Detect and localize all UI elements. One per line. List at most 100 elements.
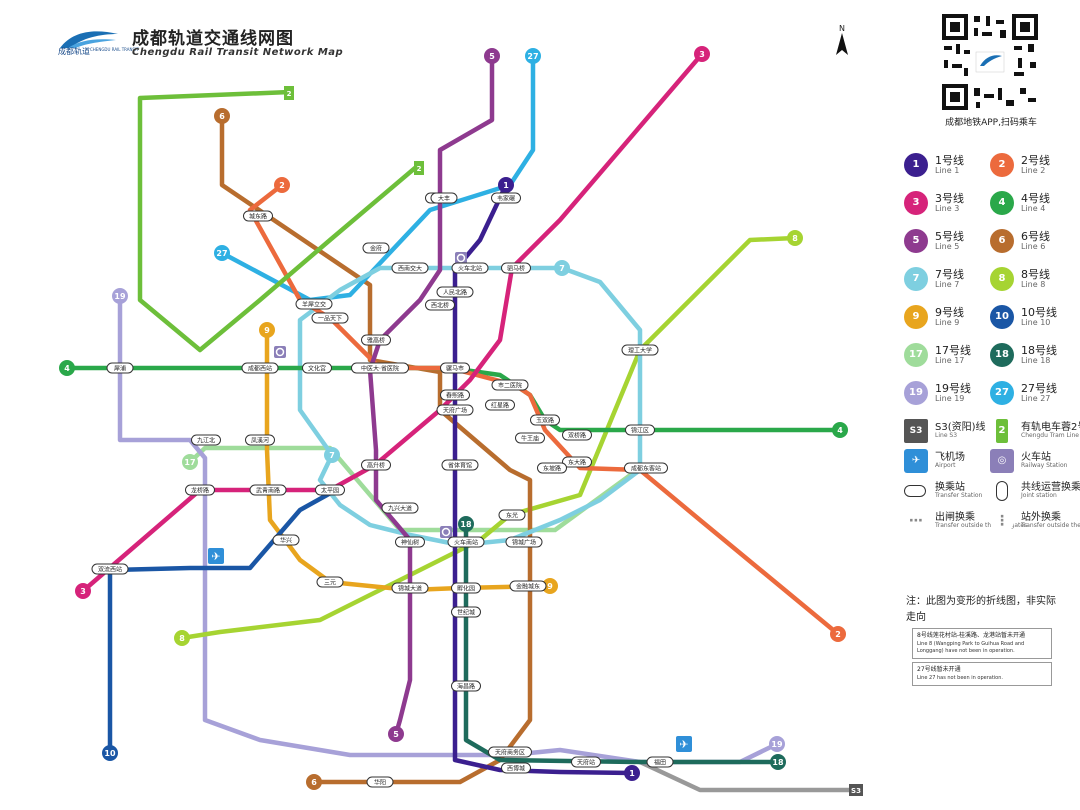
line-2-badge: 2 (990, 153, 1014, 177)
railway-station-icon-south (440, 526, 452, 538)
transfer-station-s49[interactable]: 凤溪河 (245, 434, 275, 446)
svg-text:18: 18 (772, 758, 784, 767)
legend-tram-label-en: Chengdu Tram Line 2 (1021, 432, 1080, 439)
transfer-station-marker (106, 362, 134, 374)
transfer-station-s44[interactable]: 成都东客站 (624, 462, 668, 474)
transfer-station-s02[interactable]: 火车北站 (451, 262, 489, 274)
transfer-station-s25[interactable]: 三元 (316, 576, 344, 588)
transfer-station-s37[interactable]: 华阳 (366, 776, 394, 788)
transfer-station-label: 九兴大道 (388, 505, 412, 513)
transfer-station-s03[interactable]: 驷马桥 (501, 262, 531, 274)
transfer-station-marker (491, 192, 521, 204)
transfer-station-s50[interactable]: 红星路 (485, 399, 515, 411)
transfer-station-s32[interactable]: 海昌路 (451, 680, 481, 692)
line-17-badge: 17 (904, 343, 928, 367)
transfer-station-label: 双桥路 (568, 432, 586, 440)
transfer-station-s21[interactable]: 太平园 (315, 484, 345, 496)
transfer-station-s40[interactable]: 东大路 (562, 456, 592, 468)
transfer-station-s24[interactable]: 华兴 (272, 534, 300, 546)
transfer-station-s06[interactable]: 骡马市 (440, 362, 470, 374)
transfer-station-s27[interactable]: 神仙树 (395, 536, 425, 548)
transfer-station-marker (381, 502, 419, 514)
qr-code-icon[interactable] (940, 12, 1040, 112)
transfer-station-s43[interactable]: 理工大学 (621, 344, 659, 356)
transfer-station-s13[interactable]: 一品天下 (311, 312, 349, 324)
svg-text:3: 3 (699, 50, 705, 59)
transfer-station-marker (498, 509, 526, 521)
transfer-station-s11[interactable]: 中医大·省医院 (351, 362, 409, 374)
transfer-station-s54[interactable]: 大丰 (430, 192, 458, 204)
transfer-station-s23[interactable]: 龙桥路 (185, 484, 215, 496)
transfer-station-s01[interactable]: 韦家碾 (491, 192, 521, 204)
transfer-station-s38[interactable]: 犀浦 (106, 362, 134, 374)
line-6-south-badge: 6 (306, 774, 322, 790)
transfer-station-s08[interactable]: 市二医院 (491, 379, 529, 391)
legend-outside_gate-label-en: Transfer outside the fare gates (935, 522, 1028, 529)
transfer-station-label: 省体育馆 (448, 462, 472, 470)
transfer-station-s29[interactable]: 孵化园 (451, 582, 481, 594)
transfer-station-s39[interactable]: 双桥路 (562, 429, 592, 441)
transfer-station-s41[interactable]: 牛王庙 (515, 432, 545, 444)
transfer-station-s34[interactable]: 西博城 (501, 762, 531, 774)
transfer-station-s26[interactable]: 锦城大道 (391, 582, 429, 594)
transfer-station-s28[interactable]: 火车南站 (447, 536, 485, 548)
transfer-station-s09[interactable]: 天府广场 (436, 404, 474, 416)
transfer-station-s48[interactable]: 九江北 (191, 434, 221, 446)
transfer-station-s14[interactable]: 羊犀立交 (295, 298, 333, 310)
transfer-station-s33[interactable]: 天府商务区 (488, 746, 532, 758)
transfer-station-s45[interactable]: 锦江区 (625, 424, 655, 436)
transfer-station-s10[interactable]: 文化宫 (302, 362, 332, 374)
transfer-station-s52[interactable]: 双流西站 (91, 563, 129, 575)
transfer-station-s05[interactable]: 人民北路 (436, 286, 474, 298)
transfer-station-label: 骡马市 (446, 365, 464, 373)
legend-line-label-en: Line 10 (1021, 318, 1051, 327)
transfer-station-s16[interactable]: 西南交大 (391, 262, 429, 274)
joint-station-icon (996, 481, 1008, 501)
transfer-station-s30[interactable]: 金融城东 (509, 580, 547, 592)
transfer-station-marker (366, 776, 394, 788)
line-8-badge: 8 (990, 267, 1014, 291)
line-10-badge: 10 (990, 305, 1014, 329)
transfer-station-s12[interactable]: 成都西站 (241, 362, 279, 374)
transfer-station-marker (451, 582, 481, 594)
transfer-station-s36[interactable]: 福田 (646, 756, 674, 768)
transfer-station-s53[interactable]: 城东路 (243, 210, 273, 222)
legend-line-label-en: Line 6 (1021, 242, 1046, 251)
legend-tram-label: 有轨电车蓉2号线 (1021, 422, 1080, 433)
svg-text:S3: S3 (851, 787, 861, 795)
legend-line-label-en: Line 17 (935, 356, 965, 365)
transfer-station-s55[interactable]: 东坡路 (537, 462, 567, 474)
transfer-station-marker (441, 459, 479, 471)
line-7-badge: 7 (904, 267, 928, 291)
transfer-station-marker (91, 563, 129, 575)
transfer-station-marker (515, 432, 545, 444)
transfer-station-s35[interactable]: 天府站 (571, 756, 601, 768)
qr-caption: 成都地铁APP,扫码乘车 (945, 118, 1037, 128)
legend-outside_station-label-en: Transfer outside the station (1021, 522, 1080, 529)
transfer-station-marker (316, 576, 344, 588)
legend-line-label: 1号线 (935, 154, 964, 167)
transfer-station-s47[interactable]: 锦城广场 (505, 536, 543, 548)
transfer-station-s04[interactable]: 西北桥 (425, 299, 455, 311)
transfer-station-label: 大丰 (438, 195, 450, 203)
transfer-station-label: 韦家碾 (497, 195, 515, 203)
transfer-station-s20[interactable]: 九兴大道 (381, 502, 419, 514)
transfer-station-s19[interactable]: 省体育馆 (441, 459, 479, 471)
transfer-station-s31[interactable]: 世纪城 (451, 606, 481, 618)
transfer-station-marker (440, 389, 470, 401)
transfer-station-s07[interactable]: 春熙路 (440, 389, 470, 401)
transfer-station-s22[interactable]: 武青南路 (249, 484, 287, 496)
transfer-station-s46[interactable]: 东光 (498, 509, 526, 521)
transfer-station-s18[interactable]: 高升桥 (361, 459, 391, 471)
svg-text:10: 10 (104, 749, 116, 758)
transfer-station-s15[interactable]: 金府 (362, 242, 390, 254)
transfer-station-s51[interactable]: 雅高桥 (361, 334, 391, 346)
line-19-terminal-badge: 19 (112, 288, 128, 304)
notice-line-27-text: Line 27 has not been in operation. (917, 675, 1003, 681)
transfer-station-s42[interactable]: 玉双路 (530, 414, 560, 426)
tram-line-2-east-badge: 2 (414, 161, 424, 175)
